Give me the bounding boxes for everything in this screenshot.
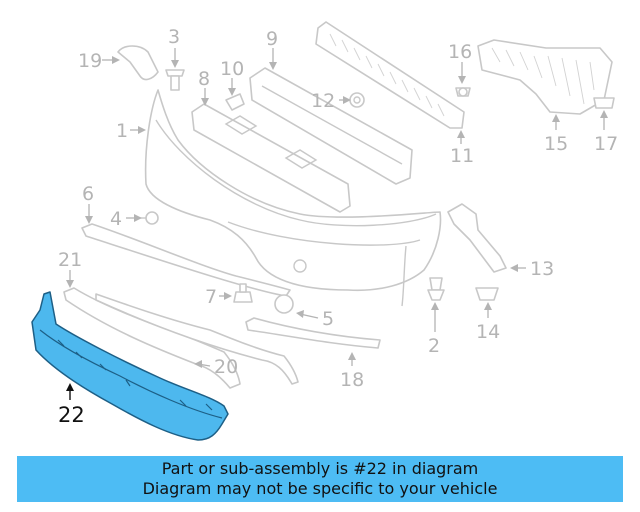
callout-11: 11 bbox=[450, 145, 474, 167]
part-10-bolt bbox=[225, 93, 245, 111]
callout-6: 6 bbox=[82, 183, 94, 205]
part-3-bolt bbox=[165, 69, 185, 91]
banner-line-2: Diagram may not be specific to your vehi… bbox=[142, 479, 498, 498]
callout-10: 10 bbox=[220, 58, 244, 80]
part-16-clip bbox=[455, 87, 471, 97]
callout-2: 2 bbox=[428, 335, 440, 357]
part-22-lower-valance bbox=[31, 291, 229, 441]
part-9 bbox=[249, 67, 413, 185]
callout-13: 13 bbox=[530, 258, 554, 280]
part-7-clip bbox=[233, 283, 253, 303]
callout-14: 14 bbox=[476, 321, 500, 343]
banner-line-1: Part or sub-assembly is #22 in diagram bbox=[161, 459, 479, 478]
callout-9: 9 bbox=[266, 28, 278, 50]
leader-lines bbox=[66, 48, 608, 400]
callout-21: 21 bbox=[58, 249, 82, 271]
part-15 bbox=[477, 39, 613, 115]
callout-17: 17 bbox=[594, 133, 618, 155]
part-14-clip bbox=[475, 287, 499, 301]
callout-22: 22 bbox=[58, 403, 85, 427]
part-6 bbox=[81, 223, 291, 297]
callout-8: 8 bbox=[198, 68, 210, 90]
callout-18: 18 bbox=[340, 369, 364, 391]
part-5-grommet bbox=[274, 294, 294, 314]
parts-diagram: 19 3 9 8 10 12 16 11 15 17 1 6 4 13 21 7… bbox=[31, 21, 618, 441]
part-17-clip bbox=[593, 97, 615, 109]
callout-labels: 19 3 9 8 10 12 16 11 15 17 1 6 4 13 21 7… bbox=[58, 26, 618, 427]
callout-12: 12 bbox=[311, 90, 335, 112]
part-11 bbox=[315, 21, 465, 129]
callout-5: 5 bbox=[322, 308, 334, 330]
callout-4: 4 bbox=[110, 208, 122, 230]
callout-16: 16 bbox=[448, 41, 472, 63]
callout-15: 15 bbox=[544, 133, 568, 155]
part-18-molding bbox=[245, 317, 381, 349]
part-13-bracket bbox=[447, 203, 507, 273]
part-4-bolt bbox=[140, 211, 159, 225]
callout-19: 19 bbox=[78, 50, 102, 72]
info-banner: Part or sub-assembly is #22 in diagram D… bbox=[17, 456, 623, 502]
part-1-bumper-cover bbox=[144, 89, 442, 307]
callout-7: 7 bbox=[205, 286, 217, 308]
part-20 bbox=[95, 293, 299, 385]
part-12-nut bbox=[349, 92, 365, 108]
callout-3: 3 bbox=[168, 26, 180, 48]
callout-1: 1 bbox=[116, 120, 128, 142]
part-19 bbox=[117, 45, 159, 81]
part-2-clip bbox=[427, 277, 445, 301]
callout-20: 20 bbox=[214, 356, 238, 378]
